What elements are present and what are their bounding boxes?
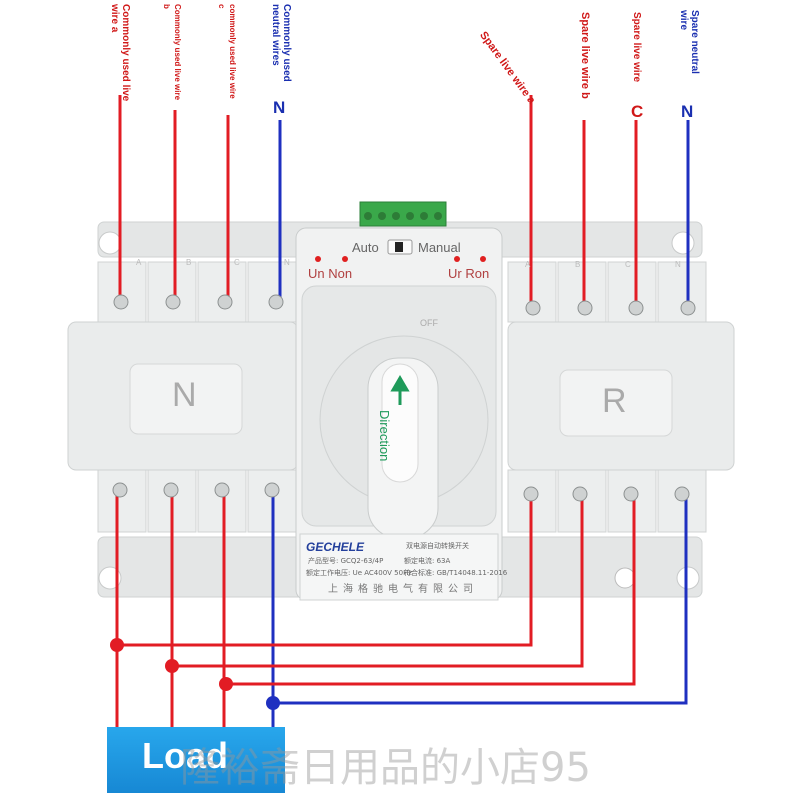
plate-current: 额定电流: 63A (404, 557, 451, 565)
handle-grip (381, 363, 419, 483)
nameplate (299, 533, 499, 601)
top-wires (118, 95, 690, 307)
label-common-live-c: commonly used live wire c (217, 4, 237, 99)
wire-letter-spare-neutral: N (681, 102, 694, 121)
manufacturer-name: 上海格驰电气有限公司 (328, 584, 478, 595)
terminal-letter: C (234, 258, 240, 267)
wire-letter-common-neutral: N (273, 98, 286, 117)
label-spare-live-c: Spare live wire (631, 12, 642, 83)
label-common-live-a: Commonly used live wire a (109, 4, 131, 102)
terminal-letter: N (675, 260, 681, 269)
terminal-letter: A (136, 258, 142, 267)
plate-model: 产品型号: GCQ2-63/4P (308, 557, 384, 565)
label-spare-live-b: Spare live wire b (579, 12, 591, 99)
label-spare-neutral: Spare neutral wire (678, 10, 700, 74)
load-box (107, 727, 285, 793)
plate-voltage: 额定工作电压: Ue AC400V 50Hz (306, 569, 413, 577)
right-indicator-label: Ur Ron (448, 266, 490, 281)
wire-letter-spare-c: C (631, 102, 644, 121)
green-terminal-connector (359, 201, 447, 227)
watermark: 隆裕斋日用品的小店95 (180, 745, 591, 791)
toggle-knob[interactable] (395, 242, 403, 252)
plate-standard: 符合标准: GB/T14048.11-2016 (404, 569, 508, 577)
terminal-letter: N (284, 258, 290, 267)
left-panel-badge (129, 363, 243, 435)
plate-title: 双电源自动转换开关 (406, 542, 469, 550)
connector-screws (364, 212, 442, 220)
right-panel-badge (559, 369, 673, 437)
terminal-letter: B (575, 260, 581, 269)
terminal-letter: C (625, 260, 631, 269)
direction-label: Direction (377, 410, 392, 462)
load-label: Load (142, 735, 228, 776)
mount-hole-top-right (671, 231, 695, 255)
direction-arrow-icon (390, 375, 410, 405)
mount-hole-bottom-right (676, 566, 700, 590)
right-panel-letter: R (602, 382, 627, 420)
left-indicator-label: Un Non (308, 266, 353, 281)
terminal-letter: B (186, 258, 192, 267)
mount-hole-top-left (98, 231, 122, 255)
junction-dots (110, 638, 280, 710)
switch-off-label: OFF (420, 318, 438, 328)
terminal-letter: A (525, 260, 531, 269)
top-terminal-blocks (97, 261, 707, 323)
mode-manual-label: Manual (418, 240, 461, 255)
label-common-live-b: Commonly used live wire b (162, 4, 182, 101)
load-wires (115, 490, 688, 730)
left-panel-letter: N (172, 376, 197, 414)
brand-name: GECHELE (306, 540, 365, 554)
label-common-neutral: Commonly used neutral wires (270, 4, 292, 82)
ground-symbol-icon (614, 567, 636, 589)
terminal-screws (112, 294, 696, 502)
mode-auto-label: Auto (352, 240, 379, 255)
indicator-leds (315, 256, 486, 262)
